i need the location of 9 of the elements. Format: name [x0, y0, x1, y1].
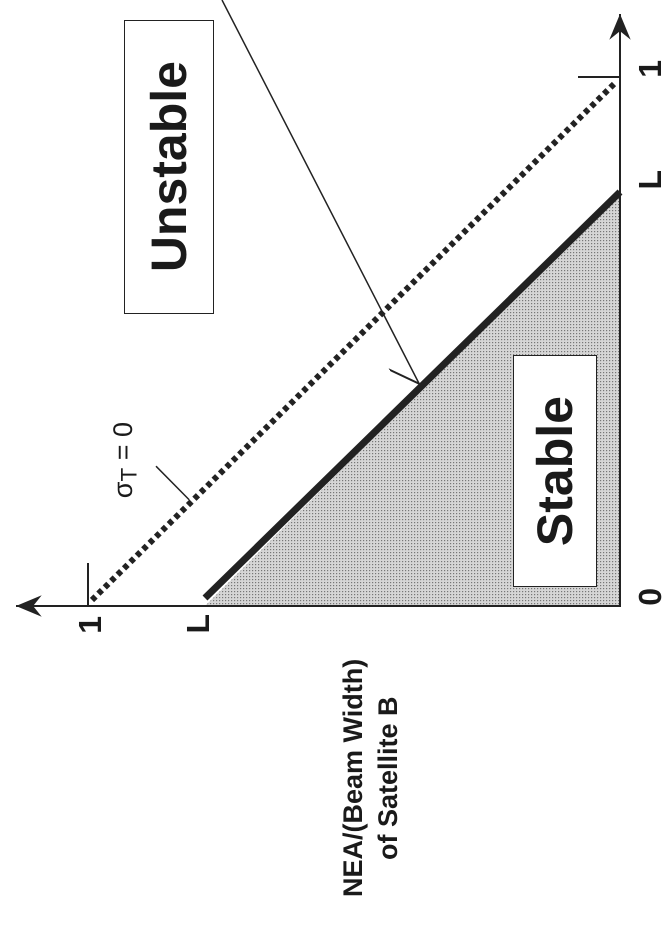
region-label: Unstable [124, 20, 214, 314]
axis-tick-label: 1 [632, 60, 669, 78]
axis-tick-label: L [632, 170, 669, 190]
leader-line [221, 0, 420, 385]
axis-title: NEA/(Beam Width) of Satellite B [337, 658, 404, 900]
axis-tick-label: 0 [632, 588, 669, 606]
axis-tick-label: 1 [72, 616, 109, 634]
axis-tick-label: L [180, 614, 217, 634]
leader-line [155, 466, 190, 500]
